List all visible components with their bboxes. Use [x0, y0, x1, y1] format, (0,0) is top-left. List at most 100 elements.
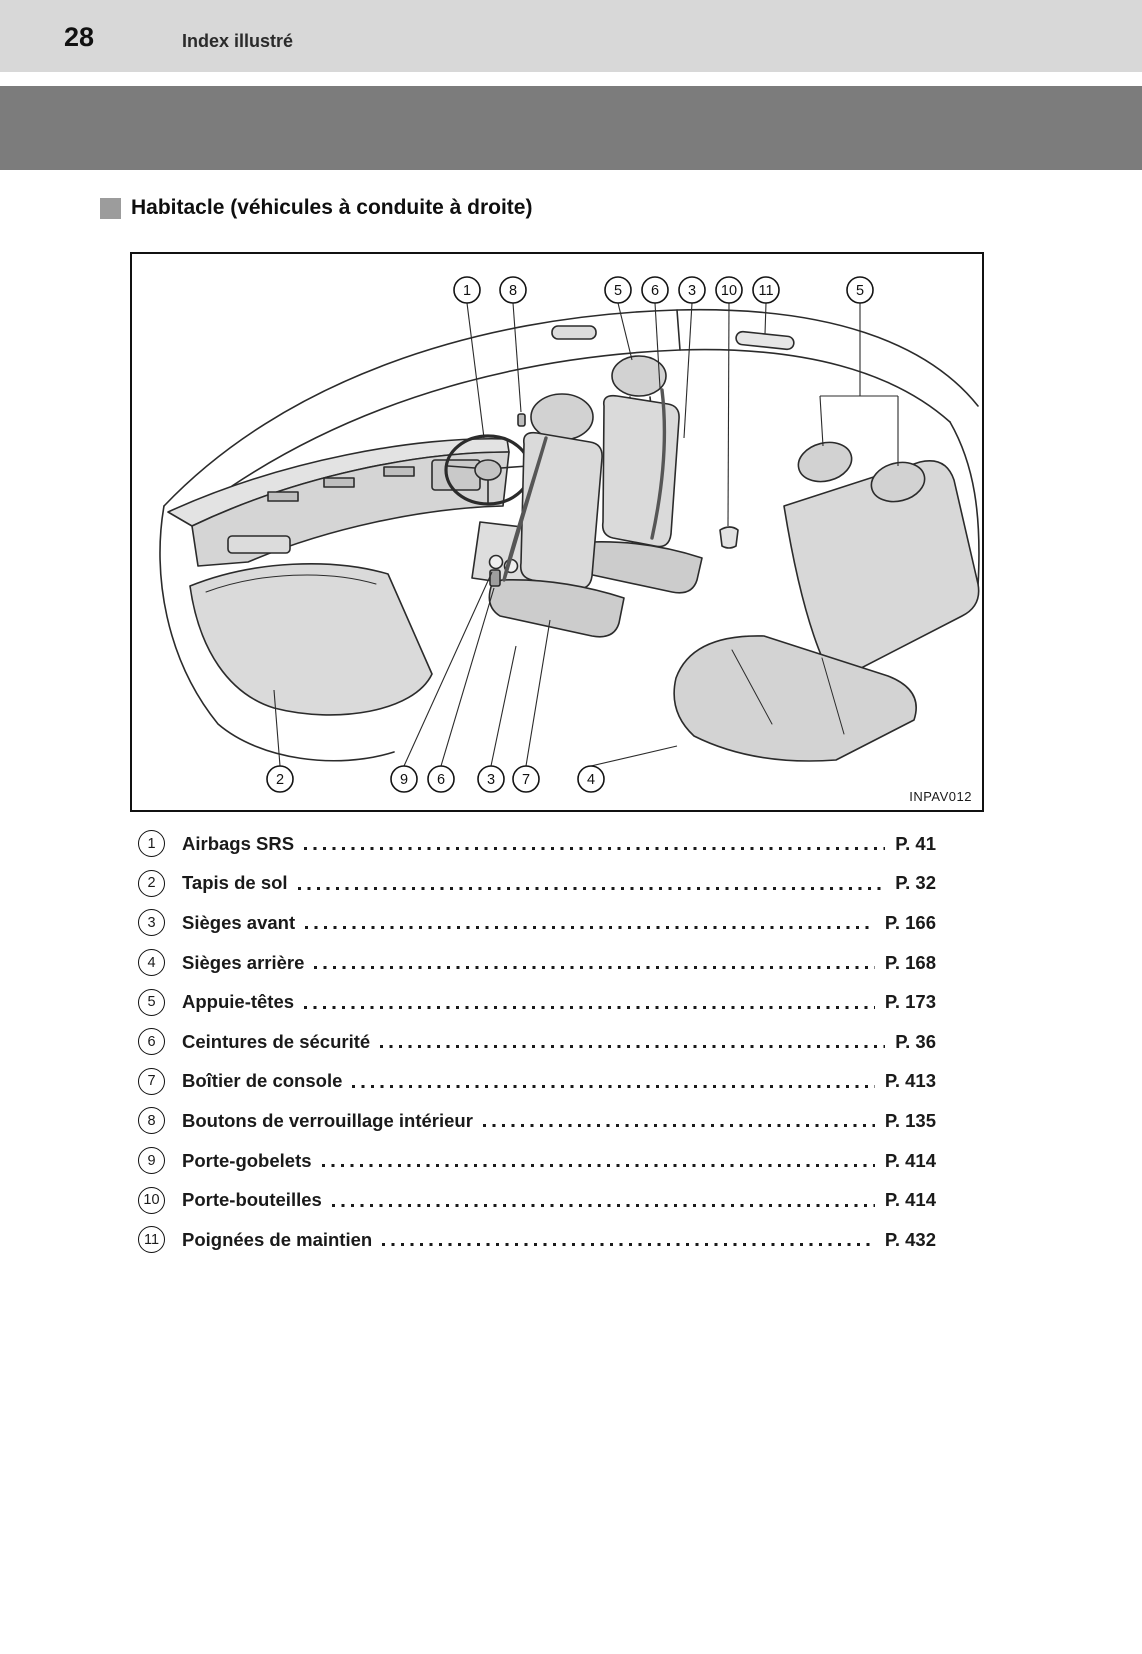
interior-figure: 1 8 5 6 3: [130, 252, 984, 812]
dot-leader: [321, 1164, 875, 1168]
cupholder: [488, 554, 504, 570]
rear-headrest: [797, 441, 853, 483]
svg-text:3: 3: [487, 772, 495, 788]
index-row: 8 Boutons de verrouillage intérieur P. 1…: [138, 1101, 936, 1141]
callouts-bottom: 2 9 6 3 7: [266, 765, 605, 793]
item-page-ref: P. 432: [884, 1228, 936, 1250]
figure-code: INPAV012: [905, 789, 972, 804]
index-row: 2 Tapis de sol P. 32: [138, 864, 936, 904]
dot-leader: [304, 1005, 875, 1009]
item-label: Sièges avant: [182, 911, 296, 933]
callout-headrest-rear: 5: [846, 276, 874, 304]
item-number-badge: 8: [138, 1107, 165, 1135]
item-page-ref: P. 166: [884, 911, 936, 933]
item-number-badge: 10: [138, 1186, 165, 1214]
callout-lock-buttons: 8: [499, 276, 527, 304]
item-page-ref: P. 36: [895, 1030, 936, 1052]
page-number: 28: [64, 22, 95, 52]
chapter-banner: [0, 86, 1142, 170]
index-row: 3 Sièges avant P. 166: [138, 903, 936, 943]
floor-mat: [189, 563, 433, 716]
rear-body-line: [949, 421, 980, 587]
dot-leader: [297, 886, 886, 890]
item-number-badge: 4: [138, 949, 165, 977]
svg-text:5: 5: [856, 283, 864, 299]
index-row: 5 Appuie-têtes P. 173: [138, 982, 936, 1022]
callout-floor-mat: 2: [266, 765, 294, 793]
item-number-badge: 3: [138, 909, 165, 937]
item-label: Ceintures de sécurité: [182, 1030, 371, 1052]
illustrated-index-list: 1 Airbags SRS P. 41 2 Tapis de sol P. 32…: [138, 824, 936, 1260]
item-label: Tapis de sol: [182, 872, 288, 894]
page-header-strip: 28 Index illustré: [0, 0, 1142, 72]
index-row: 6 Ceintures de sécurité P. 36: [138, 1022, 936, 1062]
item-number-badge: 7: [138, 1067, 165, 1095]
svg-text:6: 6: [437, 772, 445, 788]
front-seat-cushion: [577, 541, 703, 594]
roof-line: [163, 308, 979, 507]
index-row: 11 Poignées de maintien P. 432: [138, 1220, 936, 1260]
front-seat-back: [601, 394, 680, 548]
callout-seatbelt-top: 6: [641, 276, 669, 304]
door-lock-knob: [517, 413, 526, 427]
svg-text:7: 7: [522, 772, 530, 788]
dash-vent: [267, 491, 299, 502]
floor-mat-stitch: [205, 574, 377, 593]
item-page-ref: P. 414: [884, 1189, 936, 1211]
svg-text:9: 9: [400, 772, 408, 788]
rear-seat-cushion: [673, 635, 917, 762]
rearview-mirror: [551, 325, 597, 340]
item-label: Poignées de maintien: [182, 1228, 373, 1250]
b-pillar-line: [676, 309, 681, 351]
item-label: Boîtier de console: [182, 1070, 343, 1092]
center-screen: [431, 459, 481, 491]
item-page-ref: P. 32: [895, 872, 936, 894]
dot-leader: [304, 847, 886, 851]
item-label: Porte-gobelets: [182, 1149, 312, 1171]
callout-grab-handle: 11: [752, 276, 780, 304]
callout-front-seat-bottom: 3: [477, 765, 505, 793]
item-label: Porte-bouteilles: [182, 1189, 322, 1211]
callout-rear-seat: 4: [577, 765, 605, 793]
door-opening-line: [159, 505, 395, 762]
item-label: Appuie-têtes: [182, 991, 295, 1013]
rear-headrest: [870, 461, 926, 503]
item-number-badge: 5: [138, 988, 165, 1016]
front-headrest: [611, 355, 667, 397]
svg-text:6: 6: [651, 283, 659, 299]
index-row: 4 Sièges arrière P. 168: [138, 943, 936, 983]
section-heading: Habitacle (véhicules à conduite à droite…: [100, 196, 532, 220]
item-page-ref: P. 414: [884, 1149, 936, 1171]
svg-text:4: 4: [587, 772, 595, 788]
item-number-badge: 1: [138, 830, 165, 858]
dot-leader: [305, 926, 875, 930]
dot-leader: [380, 1045, 886, 1049]
dash-vent: [383, 466, 415, 477]
front-seat-back: [519, 431, 603, 590]
svg-text:8: 8: [509, 283, 517, 299]
svg-text:11: 11: [758, 283, 773, 299]
svg-text:3: 3: [688, 283, 696, 299]
dash-vent: [323, 477, 355, 488]
callout-cupholders: 9: [390, 765, 418, 793]
callout-front-seat-top: 3: [678, 276, 706, 304]
item-page-ref: P. 413: [884, 1070, 936, 1092]
dot-leader: [352, 1084, 875, 1088]
item-number-badge: 6: [138, 1028, 165, 1056]
rear-cushion-seams: [731, 649, 845, 735]
index-row: 10 Porte-bouteilles P. 414: [138, 1180, 936, 1220]
item-label: Sièges arrière: [182, 951, 305, 973]
car-interior-illustration: 1 8 5 6 3: [159, 276, 980, 793]
rear-seat-back: [783, 460, 980, 683]
callout-bottle-holder: 10: [715, 276, 743, 304]
chapter-title: Index illustré: [182, 31, 294, 51]
section-bullet-icon: [100, 197, 121, 219]
item-page-ref: P. 41: [895, 832, 936, 854]
callout-airbags: 1: [453, 276, 481, 304]
grab-handle: [735, 330, 795, 351]
index-row: 1 Airbags SRS P. 41: [138, 824, 936, 864]
item-page-ref: P. 168: [884, 951, 936, 973]
svg-text:10: 10: [721, 283, 737, 299]
index-row: 9 Porte-gobelets P. 414: [138, 1141, 936, 1181]
